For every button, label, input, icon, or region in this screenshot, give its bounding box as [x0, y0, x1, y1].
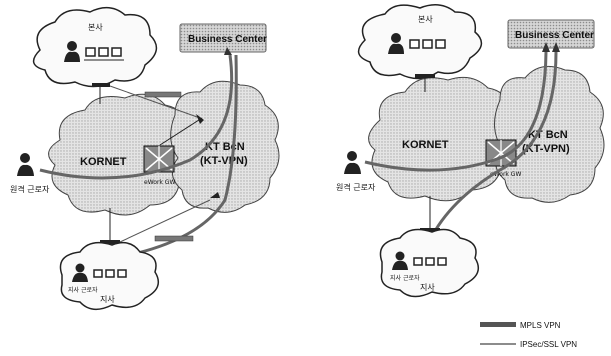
arrow-up-icon	[552, 42, 560, 52]
remote-worker-icon	[344, 151, 361, 174]
branch-router	[100, 240, 120, 244]
kt-bcn-label-line2: (KT-VPN)	[522, 143, 570, 155]
remote-tunnel	[39, 54, 234, 180]
remote-worker-label: 원격 근로자	[10, 184, 50, 194]
hq-router	[92, 83, 110, 87]
arrow-up-icon	[224, 47, 232, 55]
hq-cloud	[357, 4, 483, 80]
hq-to-bcn-link	[109, 85, 201, 119]
branch-to-bcn-link	[119, 199, 211, 243]
arrow-up-icon	[542, 42, 550, 52]
business-center-label: Business Center	[515, 30, 594, 41]
hq-pc-icons	[409, 39, 446, 49]
branch-worker-label: 지사 근로자	[68, 286, 98, 294]
hq-cloud	[32, 6, 158, 88]
branch-worker-label: 지사 근로자	[390, 274, 420, 282]
hq-pc-icons	[84, 47, 124, 61]
hq-label: 본사	[418, 15, 433, 24]
kornet-label: KORNET	[402, 139, 449, 151]
branch-pc-icons	[93, 269, 127, 278]
legend-mpls-label: MPLS VPN	[520, 321, 561, 330]
remote-worker-icon	[17, 153, 34, 176]
hq-label: 본사	[88, 23, 103, 32]
branch-router	[420, 228, 440, 232]
legend-ipsec-label: IPSec/SSL VPN	[520, 340, 577, 349]
ework-gateway-icon	[143, 145, 175, 173]
kt-bcn-label-line2: (KT-VPN)	[200, 155, 248, 167]
remote-worker-label: 원격 근로자	[336, 182, 376, 192]
branch-label: 지사	[100, 295, 115, 304]
kornet-label: KORNET	[80, 156, 127, 168]
right-diagram: 본사 Business Center KORNET KT BcN (KT-VPN…	[336, 4, 605, 298]
branch-label: 지사	[420, 283, 435, 292]
mpls-segment-hq	[144, 91, 182, 98]
branch-worker-icon	[392, 251, 408, 270]
business-center-box	[507, 19, 595, 49]
branch-tunnel	[124, 54, 238, 258]
hq-worker-icon	[64, 41, 80, 62]
gw-to-bcn-link	[159, 117, 203, 146]
ework-gateway-label: eWork GW	[490, 171, 521, 178]
business-center-box	[179, 23, 267, 53]
mpls-segment-branch	[154, 235, 194, 242]
ework-gateway-label: eWork GW	[144, 179, 175, 186]
branch-tunnel	[428, 51, 558, 241]
legend-mpls-swatch	[480, 322, 516, 327]
legend: MPLS VPN IPSec/SSL VPN	[480, 321, 577, 349]
bcn-router-bottom	[210, 192, 220, 198]
remote-tunnel	[364, 51, 548, 172]
kt-bcn-cloud	[170, 80, 280, 213]
bcn-router-top	[196, 114, 204, 124]
branch-worker-icon	[72, 263, 88, 282]
business-center-label: Business Center	[188, 34, 267, 45]
branch-pc-icons	[413, 257, 447, 266]
hq-router	[415, 74, 435, 78]
left-diagram: 본사 Business Center KORNET KT BcN (KT-VPN…	[10, 6, 280, 311]
hq-worker-icon	[388, 33, 404, 54]
